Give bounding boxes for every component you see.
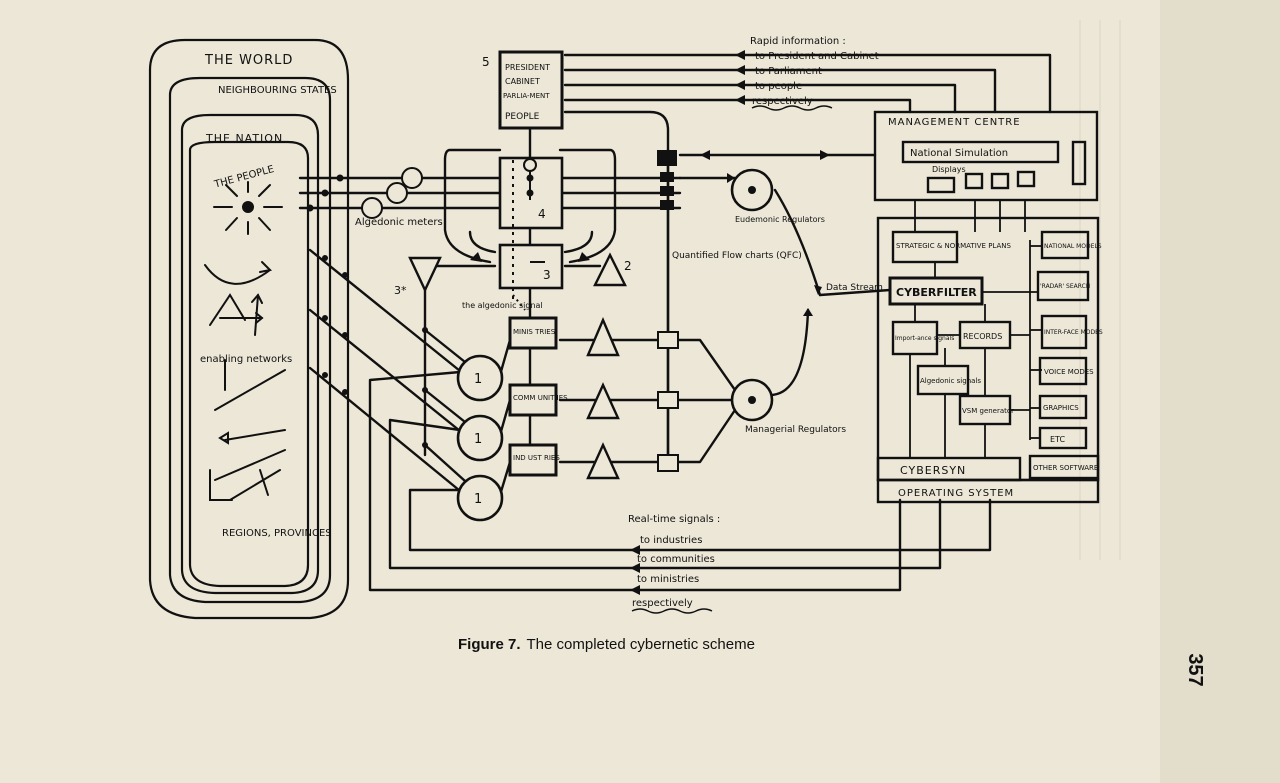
system3-number: 3 <box>543 268 551 282</box>
cabinet-label: CABINET <box>505 77 540 86</box>
management-centre-title: MANAGEMENT CENTRE <box>888 117 1021 128</box>
realtime-line-3: to ministries <box>637 574 699 585</box>
figure-caption-text: The completed cybernetic scheme <box>526 636 755 653</box>
vsm-generator-label: VSM generator <box>962 407 1014 415</box>
records-label: RECORDS <box>963 332 1002 341</box>
algedonic-meters-label: Algedonic meters <box>355 217 443 228</box>
national-simulation-label: National Simulation <box>910 148 1008 159</box>
parliament-label: PARLIA-MENT <box>503 92 550 100</box>
unit-1-a: 1 <box>474 372 482 387</box>
cybersyn-label: CYBERSYN <box>900 464 966 477</box>
algedonic-meter-icon <box>361 167 423 219</box>
eudemonic-label: Eudemonic Regulators <box>735 215 825 224</box>
enabling-network-arrows-icon <box>204 261 286 501</box>
data-stream-label: Data Stream <box>826 283 883 293</box>
system4-number: 4 <box>538 207 546 221</box>
ministries-label: MINIS TRIES <box>513 328 556 336</box>
radar-search-label: 'RADAR' SEARCH <box>1040 283 1090 290</box>
page-number: 357 <box>1184 653 1206 687</box>
realtime-line-2: to communities <box>637 554 715 565</box>
unit-1-b: 1 <box>474 432 482 447</box>
graphics-label: GRAPHICS <box>1043 404 1079 412</box>
national-models-label: NATIONAL MODELS <box>1044 243 1102 250</box>
cyberfilter-label: CYBERFILTER <box>896 286 977 299</box>
rapid-info-line-2: to Parliament <box>755 66 822 77</box>
qfc-label: Quantified Flow charts (QFC) <box>672 251 802 261</box>
algedonic-signals-label: Algedonic signals <box>920 377 981 385</box>
managerial-regulators-label: Managerial Regulators <box>745 425 846 435</box>
realtime-title: Real-time signals : <box>628 514 720 525</box>
regions-provinces-label: REGIONS, PROVINCES <box>222 528 332 539</box>
people-box-label: PEOPLE <box>505 112 540 122</box>
voice-modes-label: VOICE MODES <box>1044 368 1094 376</box>
communities-label: COMM UNIT IES <box>513 394 568 402</box>
displays-label: Displays <box>932 165 966 174</box>
operating-system-label: OPERATING SYSTEM <box>898 488 1014 499</box>
algedonic-signal-label: the algedonic signal <box>462 301 543 310</box>
rapid-info-line-4: respectively <box>752 96 813 107</box>
unit-1-c: 1 <box>474 492 482 507</box>
figure-caption-label: Figure 7. <box>458 636 521 653</box>
etc-label: ETC <box>1050 435 1065 444</box>
rapid-info-title: Rapid information : <box>750 36 846 47</box>
rapid-info-line-3: to people <box>755 81 802 92</box>
realtime-line-1: to industries <box>640 535 702 546</box>
industries-label: IND UST RIES <box>513 454 560 462</box>
interface-modes-label: INTER-FACE MODES <box>1044 329 1103 336</box>
other-software-label: OTHER SOFTWARE <box>1033 464 1098 472</box>
rapid-info-line-1: to President and Cabinet <box>755 51 879 62</box>
enabling-networks-label: enabling networks <box>200 354 292 365</box>
realtime-line-4: respectively <box>632 598 693 609</box>
nation-label: THE NATION <box>205 132 283 145</box>
neighbours-label: NEIGHBOURING STATES <box>218 85 337 96</box>
people-sun-icon <box>213 181 283 235</box>
system2-number: 2 <box>624 259 632 273</box>
importance-signals-label: Import-ance signals <box>895 335 954 342</box>
strategic-plans-label: STRATEGIC & NORMATIVE PLANS <box>896 242 1012 250</box>
system3star-number: 3* <box>394 284 407 297</box>
figure-caption: Figure 7. The completed cybernetic scheme <box>458 636 755 653</box>
world-label: THE WORLD <box>204 53 293 68</box>
president-label: PRESIDENT <box>505 63 550 72</box>
system5-number: 5 <box>482 55 490 69</box>
